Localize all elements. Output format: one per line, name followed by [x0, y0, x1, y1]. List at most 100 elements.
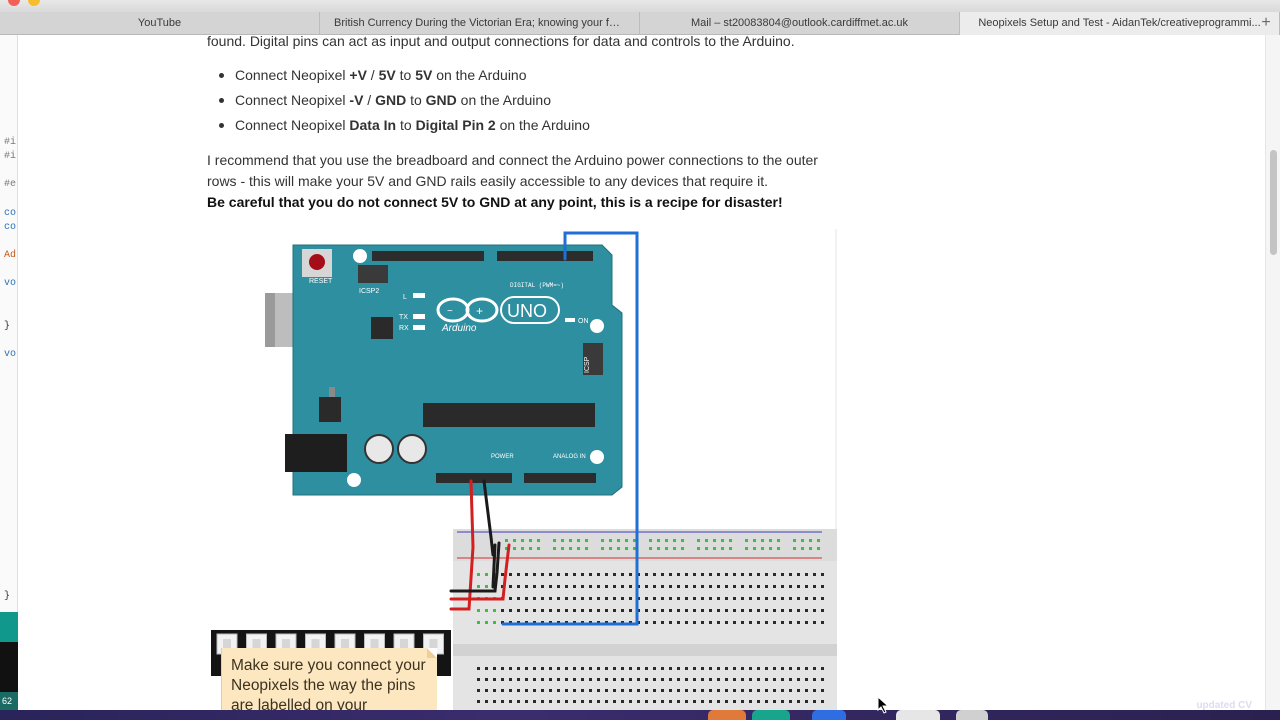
breadboard-hole — [733, 700, 736, 703]
breadboard-hole — [621, 667, 624, 670]
breadboard-hole — [617, 539, 620, 542]
breadboard-hole — [541, 667, 544, 670]
breadboard-hole — [709, 585, 712, 588]
breadboard-hole — [549, 585, 552, 588]
breadboard-hole — [477, 585, 480, 588]
breadboard-hole — [541, 700, 544, 703]
breadboard-hole — [677, 678, 680, 681]
breadboard-hole — [717, 621, 720, 624]
breadboard-hole — [653, 678, 656, 681]
breadboard-hole — [637, 678, 640, 681]
breadboard-hole — [553, 547, 556, 550]
breadboard-hole — [565, 597, 568, 600]
breadboard-hole — [789, 678, 792, 681]
breadboard-hole — [693, 667, 696, 670]
tab-mail[interactable]: Mail – st20083804@outlook.cardiffmet.ac.… — [640, 12, 960, 35]
breadboard-hole — [817, 547, 820, 550]
breadboard-hole — [809, 547, 812, 550]
code-line: vo — [4, 349, 17, 360]
arduino-board: RESET ICSP2 DIGITAL (PWM=~) L TX RX — [265, 244, 623, 496]
breadboard-hole — [485, 573, 488, 576]
breadboard-hole — [701, 609, 704, 612]
breadboard-hole — [533, 597, 536, 600]
breadboard-hole — [549, 597, 552, 600]
breadboard-hole — [701, 621, 704, 624]
breadboard-hole — [685, 597, 688, 600]
breadboard-hole — [705, 539, 708, 542]
warning-text: Be careful that you do not connect 5V to… — [207, 194, 783, 210]
code-line: } — [4, 321, 11, 332]
breadboard-hole — [637, 667, 640, 670]
breadboard-hole — [821, 573, 824, 576]
breadboard-hole — [765, 585, 768, 588]
breadboard-hole — [557, 609, 560, 612]
breadboard-hole — [501, 573, 504, 576]
close-window-button[interactable] — [8, 0, 20, 6]
breadboard-hole — [581, 700, 584, 703]
breadboard-hole — [509, 585, 512, 588]
breadboard-hole — [813, 621, 816, 624]
wires — [449, 231, 639, 626]
breadboard-hole — [621, 678, 624, 681]
breadboard-hole — [709, 573, 712, 576]
breadboard-hole — [813, 667, 816, 670]
tab-neopixels[interactable]: Neopixels Setup and Test - AidanTek/crea… — [960, 12, 1280, 35]
breadboard-hole — [713, 539, 716, 542]
breadboard-hole — [765, 689, 768, 692]
breadboard-hole — [581, 585, 584, 588]
breadboard-hole — [677, 597, 680, 600]
breadboard-hole — [701, 573, 704, 576]
breadboard-hole — [733, 597, 736, 600]
breadboard-hole — [781, 667, 784, 670]
breadboard-hole — [725, 621, 728, 624]
breadboard-hole — [669, 585, 672, 588]
page-scrollbar[interactable] — [1265, 35, 1280, 710]
breadboard-hole — [517, 609, 520, 612]
breadboard-hole — [749, 689, 752, 692]
breadboard-hole — [645, 667, 648, 670]
breadboard-hole — [685, 573, 688, 576]
breadboard-hole — [629, 678, 632, 681]
breadboard-hole — [761, 547, 764, 550]
tab-youtube[interactable]: YouTube — [0, 12, 320, 35]
dock-app-icon[interactable] — [752, 710, 790, 720]
breadboard-hole — [749, 667, 752, 670]
arduino-logo: − + UNO Arduino — [436, 296, 560, 334]
dock-app-icon[interactable] — [812, 710, 846, 720]
dock-app-icon[interactable] — [956, 710, 988, 720]
breadboard-hole — [581, 573, 584, 576]
breadboard-hole — [581, 678, 584, 681]
breadboard-hole — [777, 547, 780, 550]
breadboard-hole — [797, 678, 800, 681]
dock-app-icon[interactable] — [708, 710, 746, 720]
breadboard-hole — [701, 700, 704, 703]
breadboard-hole — [677, 621, 680, 624]
breadboard-hole — [633, 539, 636, 542]
breadboard-hole — [557, 585, 560, 588]
breadboard-hole — [693, 609, 696, 612]
breadboard-hole — [549, 667, 552, 670]
breadboard-hole — [753, 539, 756, 542]
breadboard-hole — [597, 609, 600, 612]
minimize-window-button[interactable] — [28, 0, 40, 6]
breadboard-hole — [797, 621, 800, 624]
breadboard-hole — [781, 621, 784, 624]
breadboard-hole — [577, 539, 580, 542]
breadboard-hole — [757, 597, 760, 600]
breadboard-hole — [821, 678, 824, 681]
breadboard-hole — [613, 678, 616, 681]
breadboard-hole — [573, 689, 576, 692]
breadboard-hole — [693, 621, 696, 624]
scroll-thumb[interactable] — [1270, 150, 1277, 255]
tab-british-currency[interactable]: British Currency During the Victorian Er… — [320, 12, 640, 35]
breadboard-hole — [493, 678, 496, 681]
breadboard-hole — [561, 547, 564, 550]
breadboard-hole — [717, 573, 720, 576]
breadboard-hole — [573, 585, 576, 588]
new-tab-button[interactable]: + — [1261, 14, 1271, 31]
breadboard-hole — [605, 585, 608, 588]
breadboard-hole — [553, 539, 556, 542]
breadboard-hole — [517, 667, 520, 670]
breadboard-hole — [605, 700, 608, 703]
dock-app-icon[interactable] — [896, 710, 940, 720]
